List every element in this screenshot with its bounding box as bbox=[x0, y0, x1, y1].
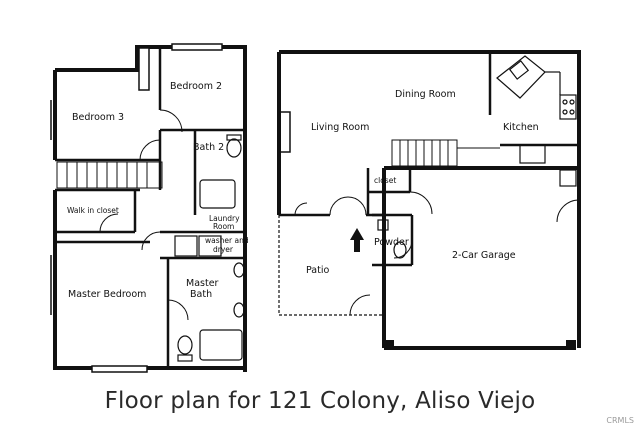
downstairs-doors bbox=[294, 191, 580, 316]
label-closet: closet bbox=[374, 176, 396, 185]
label-living-room: Living Room bbox=[311, 122, 369, 133]
downstairs-outer-walls bbox=[277, 50, 581, 350]
label-dining-room: Dining Room bbox=[395, 89, 456, 100]
downstairs-stairs bbox=[391, 139, 500, 167]
garage-posts bbox=[384, 340, 576, 350]
upstairs-fixtures bbox=[174, 134, 245, 362]
fireplace bbox=[279, 111, 291, 153]
patio-outline bbox=[278, 215, 384, 316]
label-walk-in-closet: Walk in closet bbox=[67, 206, 119, 215]
kitchen-fixtures bbox=[496, 55, 577, 187]
powder-fixtures bbox=[377, 219, 407, 259]
label-powder: Powder bbox=[374, 237, 409, 248]
label-bedroom-3: Bedroom 3 bbox=[72, 112, 124, 123]
label-master-bedroom: Master Bedroom bbox=[68, 289, 146, 300]
label-master-bath-line1: Master bbox=[186, 278, 219, 289]
upstairs-plan: Bedroom 2 Bedroom 3 Bath 2 Walk in close… bbox=[50, 43, 249, 373]
label-patio: Patio bbox=[306, 265, 329, 276]
floor-plan-drawing: Bedroom 2 Bedroom 3 Bath 2 Walk in close… bbox=[50, 43, 581, 373]
label-washer-line1: washer and bbox=[205, 236, 249, 245]
label-bath-2: Bath 2 bbox=[193, 142, 224, 153]
upstairs-doors bbox=[99, 109, 189, 321]
label-bedroom-2: Bedroom 2 bbox=[170, 81, 222, 92]
downstairs-plan: Dining Room Living Room Kitchen closet P… bbox=[277, 50, 581, 350]
upstairs-outer-walls bbox=[53, 45, 247, 372]
plan-caption: Floor plan for 121 Colony, Aliso Viejo bbox=[104, 388, 536, 414]
mls-watermark: CRMLS bbox=[606, 416, 634, 425]
label-laundry-line2: Room bbox=[213, 222, 234, 231]
label-washer-line2: dryer bbox=[213, 245, 234, 254]
label-master-bath-line2: Bath bbox=[190, 289, 212, 300]
label-laundry-line1: Laundry bbox=[209, 214, 240, 223]
label-kitchen: Kitchen bbox=[503, 122, 539, 133]
upstairs-stairs bbox=[56, 161, 163, 189]
entry-arrow-icon bbox=[350, 228, 364, 252]
upstairs-windows bbox=[50, 43, 223, 373]
label-2-car-garage: 2-Car Garage bbox=[452, 250, 516, 261]
